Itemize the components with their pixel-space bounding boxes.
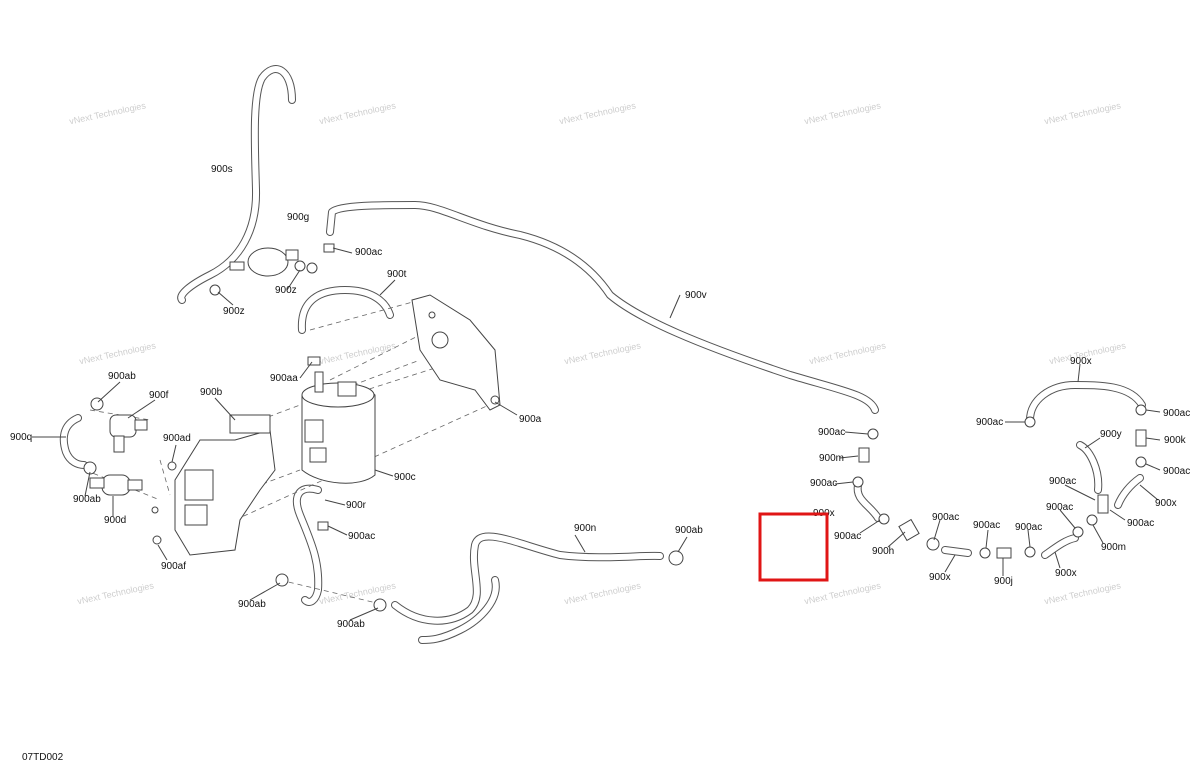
label-900ac: 900ac <box>810 478 837 489</box>
watermark-text: vNext Technologies <box>563 340 642 366</box>
label-900k: 900k <box>1164 435 1187 446</box>
bracket-900b <box>174 414 276 556</box>
label-900x: 900x <box>1070 356 1092 367</box>
label-900q: 900q <box>10 432 32 443</box>
clamp-900ac-4 <box>852 476 864 488</box>
label-900ab: 900ab <box>337 619 365 630</box>
highlight-box <box>758 512 829 582</box>
clamp-900ab-5 <box>668 550 684 566</box>
label-900aa: 900aa <box>270 373 298 384</box>
label-900af: 900af <box>161 561 186 572</box>
watermark-text: vNext Technologies <box>318 100 397 126</box>
clamp-900ac-9 <box>1072 526 1084 538</box>
part-labels: 900s 900g 900ac 900t 900z 900z 900v 900a… <box>10 164 1190 630</box>
clamp-900ac-8 <box>1024 546 1036 558</box>
label-900ac: 900ac <box>1049 476 1076 487</box>
clip-900ac-2 <box>317 521 329 531</box>
label-900j: 900j <box>994 576 1013 587</box>
clamp-900ac-13 <box>1135 456 1147 468</box>
clamp-900ac-7 <box>979 547 991 559</box>
label-900ac: 900ac <box>1127 518 1154 529</box>
watermark-text: vNext Technologies <box>803 100 882 126</box>
filter-900d <box>89 474 143 496</box>
label-900ac: 900ac <box>1163 408 1190 419</box>
watermark-text: vNext Technologies <box>563 580 642 606</box>
hose-900v <box>326 201 879 414</box>
watermark-text: vNext Technologies <box>68 100 147 126</box>
label-900c: 900c <box>394 472 416 483</box>
label-900n: 900n <box>574 523 596 534</box>
label-900x: 900x <box>929 572 951 583</box>
label-900ac: 900ac <box>1046 502 1073 513</box>
filter-900g <box>229 247 299 277</box>
watermark-text: vNext Technologies <box>1043 100 1122 126</box>
connector-900m-1 <box>858 447 870 463</box>
clamp-900ac-5 <box>878 513 890 525</box>
connector-900m-2 <box>1097 494 1109 514</box>
watermark-text: vNext Technologies <box>76 580 155 606</box>
label-900z: 900z <box>275 285 297 296</box>
label-900f: 900f <box>149 390 169 401</box>
label-900ac: 900ac <box>355 247 382 258</box>
label-900ac: 900ac <box>1163 466 1190 477</box>
nut-900af <box>152 535 162 545</box>
valve-900f <box>109 414 148 453</box>
label-900m: 900m <box>1101 542 1126 553</box>
label-900ab: 900ab <box>73 494 101 505</box>
clamp-900z <box>209 260 318 296</box>
watermark-text: vNext Technologies <box>808 340 887 366</box>
label-900ac: 900ac <box>348 531 375 542</box>
bracket-900a <box>411 294 501 411</box>
hose-layer <box>59 65 1146 644</box>
reference-code: 07TD002 <box>22 752 64 763</box>
label-900v: 900v <box>685 290 707 301</box>
label-900r: 900r <box>346 500 367 511</box>
connector-900k <box>1135 429 1147 447</box>
label-900ac: 900ac <box>976 417 1003 428</box>
label-900y: 900y <box>1100 429 1122 440</box>
label-900x: 900x <box>1155 498 1177 509</box>
label-900ab: 900ab <box>108 371 136 382</box>
nut-900af-2 <box>151 506 159 514</box>
connector-900j <box>996 547 1012 559</box>
component-layer <box>83 243 1147 612</box>
label-900b: 900b <box>200 387 223 398</box>
clamp-900ac-6 <box>926 537 940 551</box>
label-900z: 900z <box>223 306 245 317</box>
clamp-900ac-11 <box>1024 416 1036 428</box>
leader-lines <box>32 247 1161 621</box>
label-900g: 900g <box>287 212 309 223</box>
watermark-text: vNext Technologies <box>78 340 157 366</box>
label-900ac: 900ac <box>818 427 845 438</box>
label-900d: 900d <box>104 515 126 526</box>
watermark-text: vNext Technologies <box>803 580 882 606</box>
label-900m: 900m <box>819 453 844 464</box>
watermark-text: vNext Technologies <box>318 340 397 366</box>
clip-900ac-top <box>323 243 335 253</box>
label-900ab: 900ab <box>675 525 703 536</box>
label-900ac: 900ac <box>932 512 959 523</box>
label-900x: 900x <box>1055 568 1077 579</box>
label-900ac: 900ac <box>1015 522 1042 533</box>
canister-900c <box>301 371 376 484</box>
watermark-text: vNext Technologies <box>1043 580 1122 606</box>
label-900s: 900s <box>211 164 233 175</box>
connector-900h <box>898 518 920 542</box>
label-900a: 900a <box>519 414 542 425</box>
clamp-900ab-1 <box>90 397 104 411</box>
hose-900n <box>391 532 664 625</box>
label-900t: 900t <box>387 269 407 280</box>
watermark-text: vNext Technologies <box>558 100 637 126</box>
label-900ac: 900ac <box>973 520 1000 531</box>
label-900h: 900h <box>872 546 894 557</box>
label-900ad: 900ad <box>163 433 191 444</box>
label-900ab: 900ab <box>238 599 266 610</box>
clamp-900ac-10 <box>1086 514 1098 526</box>
clamp-900ac-12 <box>1135 404 1147 416</box>
label-900ac: 900ac <box>834 531 861 542</box>
bolt-900ad <box>167 461 177 471</box>
clamp-900ac-3 <box>867 428 879 440</box>
clip-900aa <box>307 356 321 366</box>
